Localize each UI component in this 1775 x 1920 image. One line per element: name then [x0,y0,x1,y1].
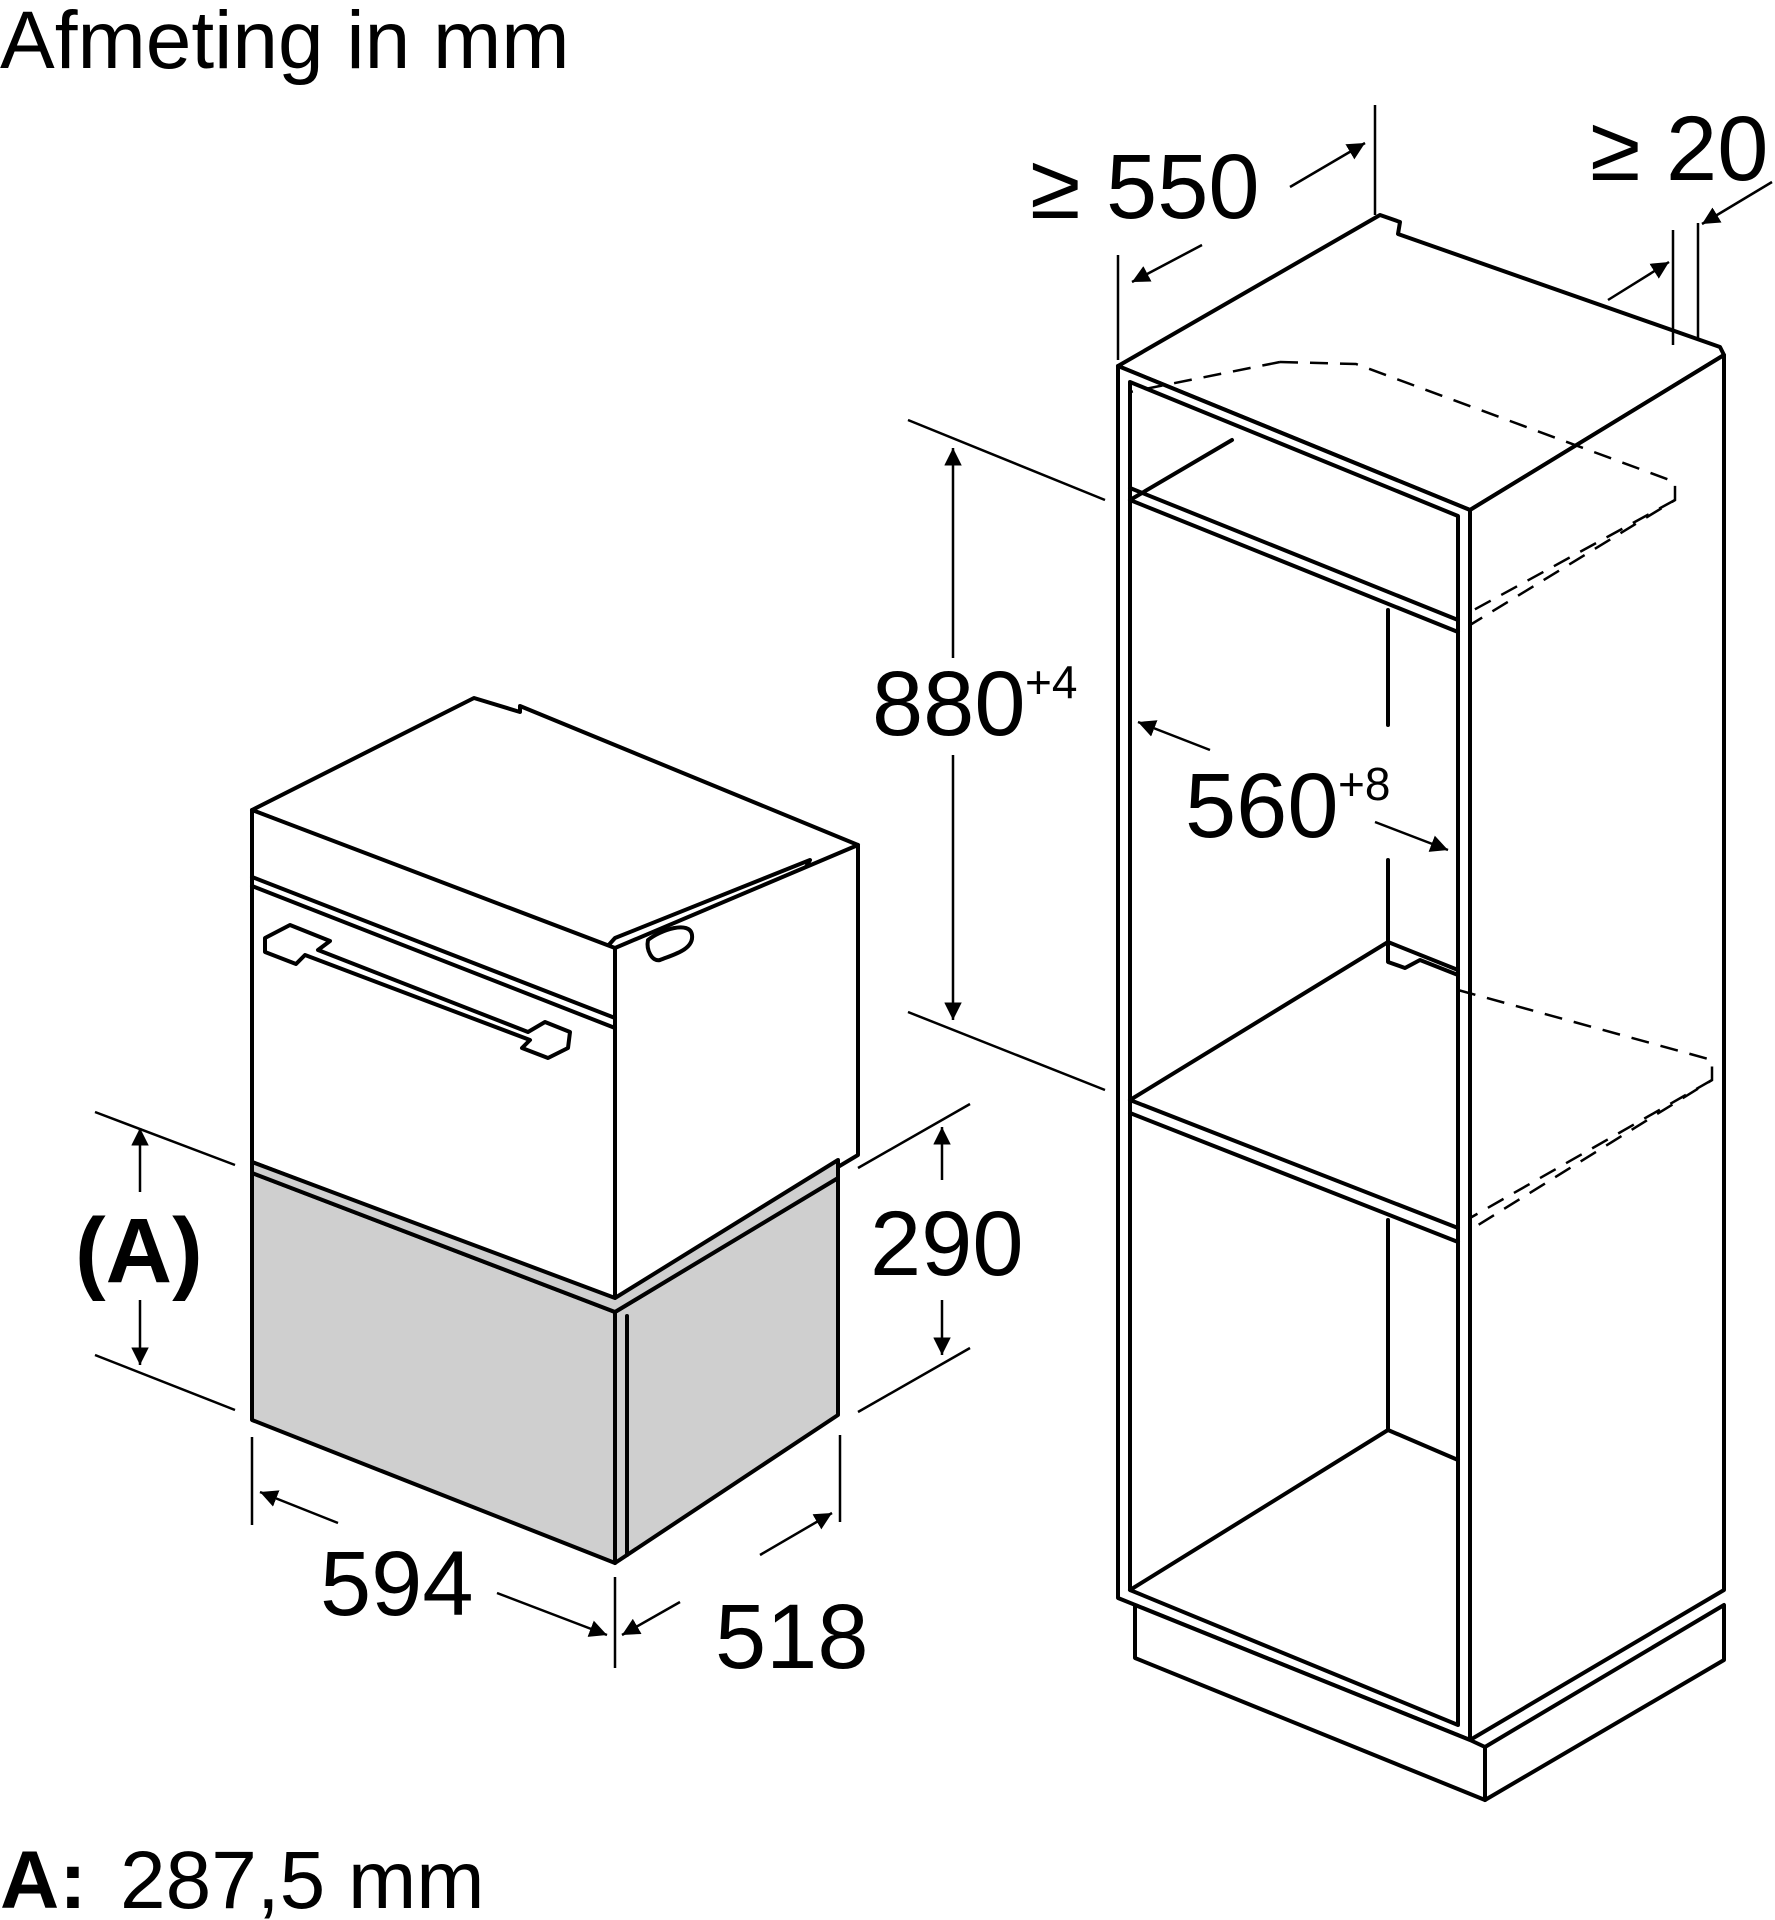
niche-width-tolerance: +8 [1338,758,1390,810]
marker-a-label: (A) [75,1200,203,1302]
drawer-width-label: 594 [320,1533,474,1635]
footnote-label: A: [0,1835,87,1920]
drawer-depth-label: 518 [715,1586,869,1688]
niche-height-label: 880 [872,653,1026,755]
drawer-height-label: 290 [870,1193,1024,1295]
footnote-value: 287,5 mm [120,1835,485,1920]
cabinet-drawing [1116,213,1726,1802]
niche-height-tolerance: +4 [1025,656,1077,708]
niche-width-label: 560 [1185,755,1339,857]
warming-drawer [250,1158,840,1565]
page-title: Afmeting in mm [0,0,570,86]
rear-gap-label: ≥ 20 [1590,98,1768,200]
oven-drawing [250,696,860,1302]
niche-depth-label: ≥ 550 [1030,136,1260,238]
dimension-lines [94,105,1773,1668]
